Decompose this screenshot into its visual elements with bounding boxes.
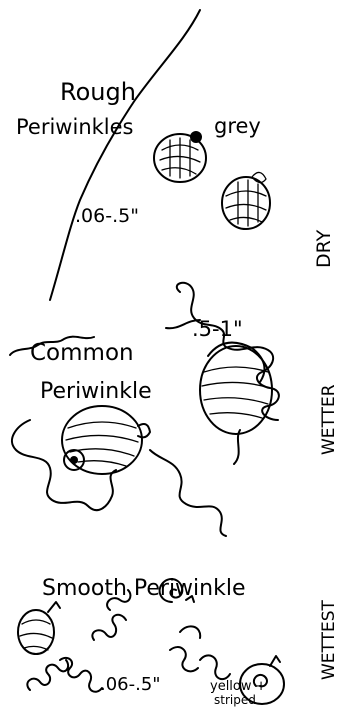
smooth-periwinkle-color-note-line2: striped xyxy=(214,693,256,707)
zone-label-wetter: WETTER xyxy=(319,384,339,455)
seaweed-outline-upper xyxy=(166,283,279,420)
rough-periwinkle-size: .06-.5" xyxy=(75,205,139,227)
smooth-periwinkle-name: Smooth Periwinkle xyxy=(42,576,246,601)
rough-periwinkle-color-note: grey xyxy=(214,114,261,138)
zone-label-dry: DRY xyxy=(313,229,335,268)
rough-periwinkle-name-line2: Periwinkles xyxy=(16,115,133,139)
smooth-periwinkle-size: .06-.5" xyxy=(100,674,161,695)
rough-periwinkle-shell-1 xyxy=(154,131,206,182)
shoreline-line xyxy=(50,10,200,300)
common-periwinkle-name-line1: Common xyxy=(30,340,134,366)
rough-periwinkle-shell-2 xyxy=(222,172,270,229)
common-periwinkle-shell-left xyxy=(62,406,150,474)
common-periwinkle-shell-right xyxy=(200,343,272,434)
common-periwinkle-name-line2: Periwinkle xyxy=(40,379,152,404)
common-periwinkle-size: .5-1" xyxy=(192,317,243,341)
smooth-periwinkle-color-note-line1: yellow + xyxy=(210,679,267,694)
seaweed-squiggles-right xyxy=(170,626,230,679)
zone-label-wettest: WETTEST xyxy=(319,599,339,680)
smooth-periwinkle-shell-left xyxy=(18,602,60,654)
rough-periwinkle-name-line1: Rough xyxy=(60,78,136,106)
